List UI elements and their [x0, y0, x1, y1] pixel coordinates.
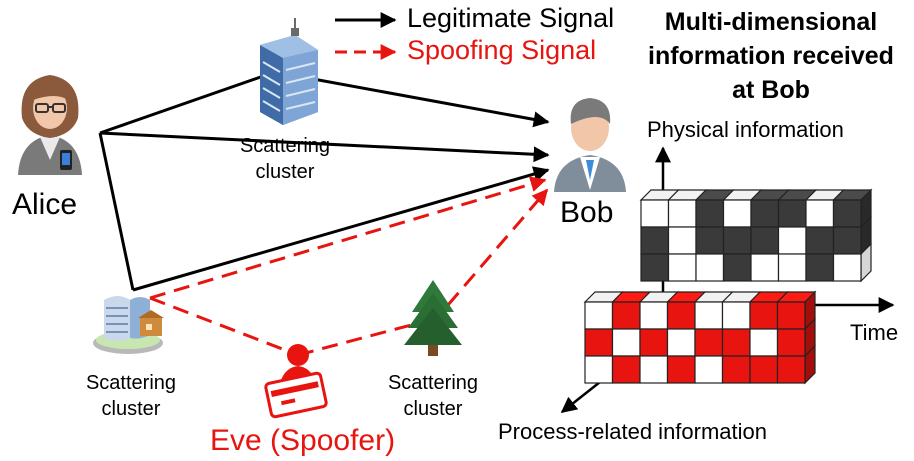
process-information-cell	[639, 355, 669, 384]
physical-information-cell	[777, 199, 807, 228]
process-information-cell	[776, 328, 806, 357]
cluster-left-to-bob-spoof-path	[149, 176, 547, 300]
building-left-icon	[93, 296, 164, 354]
building-top-icon	[260, 18, 318, 125]
physical-information-cell	[640, 253, 670, 282]
physical-information-grid	[639, 188, 873, 283]
legitimate-signal-paths	[98, 70, 550, 292]
process-information-cell	[611, 301, 641, 330]
process-information-cell	[611, 328, 641, 357]
cluster-left-to-eve-spoof-path	[149, 296, 299, 357]
physical-information-cell	[722, 253, 752, 282]
physical-information-cell	[805, 253, 835, 282]
eve-label: Eve (Spoofer)	[210, 424, 396, 457]
physical-information-cell	[805, 199, 835, 228]
cluster-left-to-bob-path	[132, 166, 550, 292]
process-information-cell	[694, 328, 724, 357]
physical-information-cell	[750, 199, 780, 228]
physical-information-cell	[777, 253, 807, 282]
tree-to-bob-spoof-path	[446, 188, 549, 306]
process-information-cell	[749, 328, 779, 357]
process-information-cell	[749, 355, 779, 384]
physical-information-cell	[750, 253, 780, 282]
alice-to-bob-path	[99, 131, 550, 163]
physical-information-cell	[667, 253, 697, 282]
spoofing-signal-paths	[149, 176, 549, 357]
physical-information-cell	[695, 226, 725, 255]
process-information-cell	[776, 301, 806, 330]
cluster-tree-label: Scattering cluster	[387, 372, 479, 420]
process-information-cell	[666, 328, 696, 357]
depth-axis-label: Process-related information	[498, 419, 768, 444]
physical-information-cell	[695, 253, 725, 282]
process-information-cell	[584, 355, 614, 384]
physical-information-cell	[695, 199, 725, 228]
process-information-cell	[639, 301, 669, 330]
figure-title: Multi-dimensional information received a…	[648, 8, 894, 104]
process-information-cell	[694, 301, 724, 330]
legend-legitimate-label: Legitimate Signal	[407, 3, 615, 33]
alice-to-cluster-left-path	[98, 132, 135, 291]
bob-label: Bob	[560, 196, 614, 229]
legend-spoofing-label: Spoofing Signal	[407, 35, 597, 65]
process-information-cell	[721, 301, 751, 330]
vertical-axis-label: Physical information	[647, 117, 844, 142]
process-information-cell	[611, 355, 641, 384]
process-information-cell	[639, 328, 669, 357]
eve-icon	[264, 344, 328, 419]
process-information-cell	[749, 301, 779, 330]
alice-to-cluster-top-path	[99, 70, 276, 135]
physical-information-cell	[750, 226, 780, 255]
physical-information-cell	[722, 226, 752, 255]
physical-information-cell	[832, 226, 862, 255]
process-information-cell	[584, 301, 614, 330]
cluster-top-to-bob-path	[274, 70, 550, 128]
physical-information-cell	[640, 199, 670, 228]
legend	[335, 12, 397, 60]
physical-information-cell	[667, 226, 697, 255]
physical-information-cell	[832, 199, 862, 228]
process-information-cell	[721, 328, 751, 357]
physical-information-cell	[667, 199, 697, 228]
eve-to-tree-spoof-path	[297, 318, 431, 357]
process-information-grid	[583, 290, 817, 385]
bob-icon	[554, 98, 626, 192]
process-information-cell	[694, 355, 724, 384]
process-information-cell	[721, 355, 751, 384]
physical-information-cell	[832, 253, 862, 282]
depth-axis-arrow	[560, 381, 601, 413]
process-information-cell	[776, 355, 806, 384]
physical-information-cell	[722, 199, 752, 228]
process-information-cell	[584, 328, 614, 357]
cluster-top-label: Scattering cluster	[239, 135, 331, 183]
process-information-cell	[666, 355, 696, 384]
physical-information-cell	[777, 226, 807, 255]
tree-icon	[404, 280, 462, 356]
alice-icon	[18, 75, 82, 175]
horizontal-axis-label: Time	[850, 320, 899, 345]
physical-information-cell	[640, 226, 670, 255]
cluster-left-label: Scattering cluster	[85, 372, 177, 420]
physical-information-cell	[805, 226, 835, 255]
alice-label: Alice	[12, 188, 78, 221]
process-information-cell	[666, 301, 696, 330]
